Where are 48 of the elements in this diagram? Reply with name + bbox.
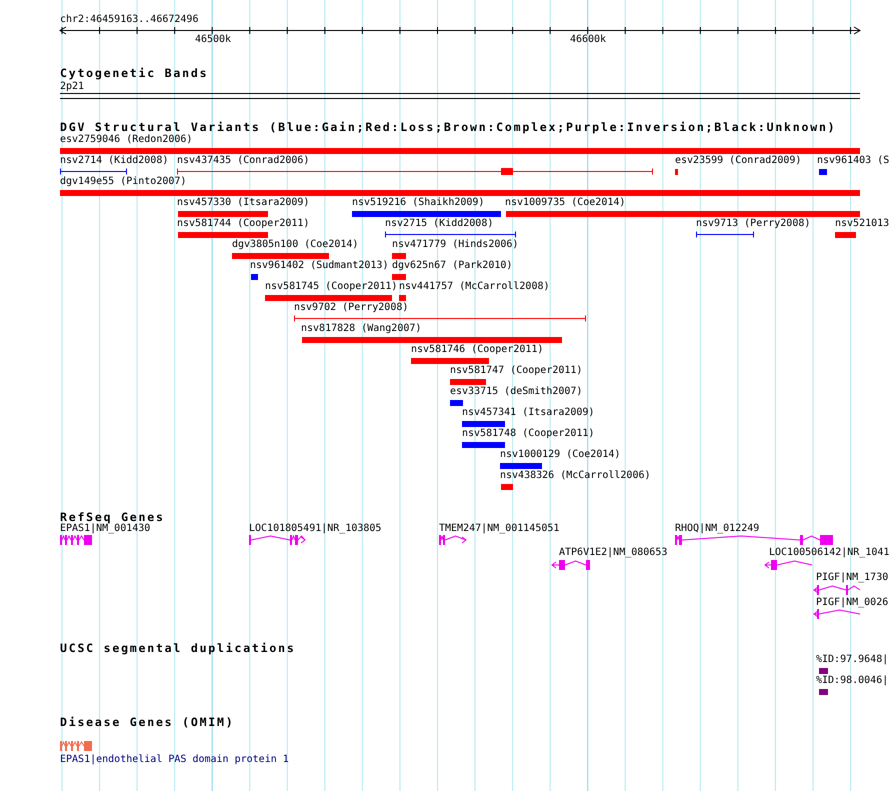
gene-label: LOC101805491|NR_103805 bbox=[249, 523, 382, 535]
gene-label: PIGF|NM_0026 bbox=[816, 597, 888, 609]
feature-label: %ID:97.9648| bbox=[816, 654, 888, 666]
coordinate-label: chr2:46459163..46672496 bbox=[60, 14, 198, 26]
feature-label: nsv2715 (Kidd2008) bbox=[385, 218, 494, 230]
feature-label: dgv625n67 (Park2010) bbox=[392, 260, 512, 272]
band-label: 2p21 bbox=[60, 81, 84, 93]
track-title: Disease Genes (OMIM) bbox=[60, 716, 234, 728]
gene-label: RHOQ|NM_012249 bbox=[675, 523, 760, 535]
gene-label: TMEM247|NM_001145051 bbox=[439, 523, 560, 535]
feature-label: nsv1009735 (Coe2014) bbox=[505, 197, 626, 209]
track-title: RefSeq Genes bbox=[60, 511, 165, 523]
feature-label: nsv1000129 (Coe2014) bbox=[500, 449, 620, 461]
feature-label: dgv149e55 (Pinto2007) bbox=[60, 176, 186, 188]
track-title: DGV Structural Variants (Blue:Gain;Red:Loss;Brown:Complex;Purple:Inversion;Black:Unknown) bbox=[60, 121, 836, 133]
feature-label: nsv438326 (McCarroll2006) bbox=[500, 470, 651, 482]
feature-label: nsv581745 (Cooper2011) bbox=[265, 281, 398, 293]
gene-label: EPAS1|NM_001430 bbox=[60, 523, 150, 535]
feature-label: nsv581746 (Cooper2011) bbox=[411, 344, 544, 356]
feature-label: nsv581744 (Cooper2011) bbox=[177, 218, 310, 230]
feature-label: nsv581748 (Cooper2011) bbox=[462, 428, 594, 440]
track-title: UCSC segmental duplications bbox=[60, 642, 296, 654]
feature-label: esv23599 (Conrad2009) bbox=[675, 155, 802, 167]
gene-label: ATP6V1E2|NM_080653 bbox=[559, 547, 668, 559]
feature-label: esv2759046 (Redon2006) bbox=[60, 134, 192, 146]
feature-label: dgv3805n100 (Coe2014) bbox=[232, 239, 358, 251]
feature-label: nsv521013 bbox=[835, 218, 890, 230]
feature-label: nsv457330 (Itsara2009) bbox=[177, 197, 310, 209]
tick-label: 46500k bbox=[194, 34, 232, 46]
feature-label: nsv961402 (Sudmant2013) bbox=[250, 260, 388, 272]
feature-label: nsv2714 (Kidd2008) bbox=[60, 155, 168, 167]
feature-label: nsv441757 (McCarroll2008) bbox=[399, 281, 550, 293]
feature-label: nsv9713 (Perry2008) bbox=[696, 218, 810, 230]
tick-label: 46600k bbox=[570, 34, 606, 46]
feature-label: nsv457341 (Itsara2009) bbox=[462, 407, 594, 419]
feature-label: nsv519216 (Shaikh2009) bbox=[352, 197, 484, 209]
gene-label: EPAS1|endothelial PAS domain protein 1 bbox=[60, 754, 289, 766]
track-title: Cytogenetic Bands bbox=[60, 67, 208, 79]
feature-label: nsv581747 (Cooper2011) bbox=[450, 365, 582, 377]
feature-label: nsv471779 (Hinds2006) bbox=[392, 239, 518, 251]
feature-label: nsv9702 (Perry2008) bbox=[294, 302, 408, 314]
feature-label: nsv961403 (S bbox=[817, 155, 890, 167]
feature-label: esv33715 (deSmith2007) bbox=[450, 386, 582, 398]
feature-label: %ID:98.0046| bbox=[816, 675, 888, 687]
gene-label: LOC100506142|NR_1041 bbox=[769, 547, 890, 559]
gene-label: PIGF|NM_1730 bbox=[816, 572, 888, 584]
feature-label: nsv437435 (Conrad2006) bbox=[177, 155, 310, 167]
feature-label: nsv817828 (Wang2007) bbox=[301, 323, 422, 335]
